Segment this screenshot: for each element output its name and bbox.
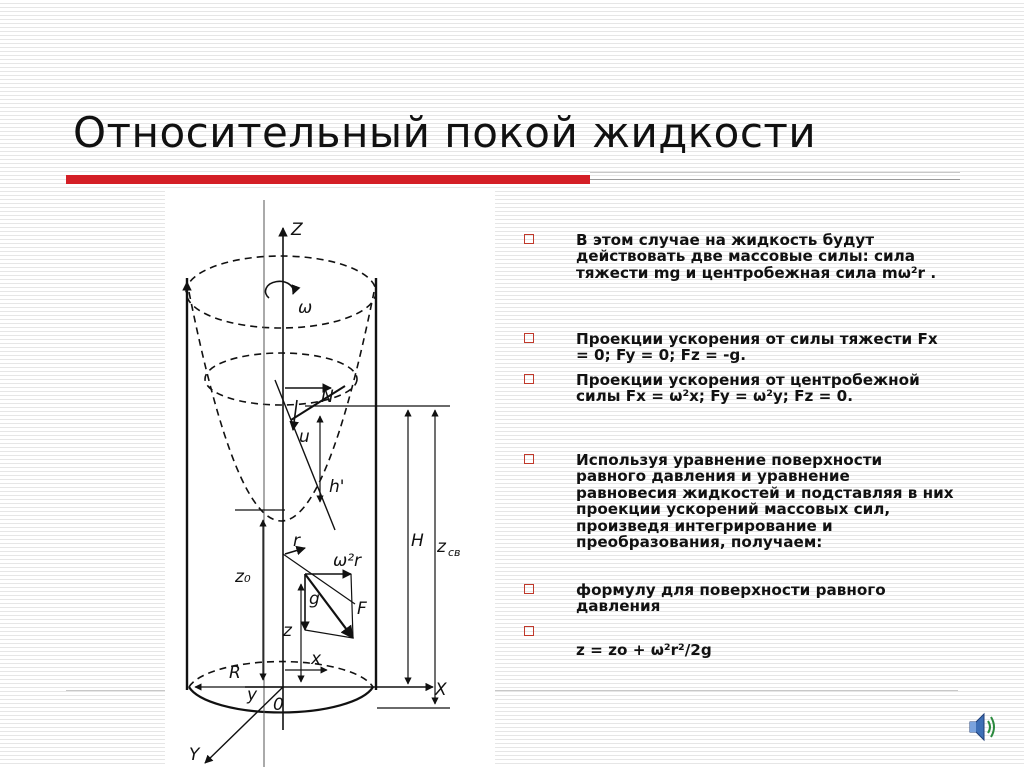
bullet-text: Проекции ускорения от силы тяжести Fx = … bbox=[576, 330, 938, 365]
radial-line bbox=[282, 553, 356, 605]
bullet-text: Используя уравнение поверхности равного … bbox=[576, 451, 954, 552]
y-axis-line bbox=[204, 686, 284, 764]
bullet-item: Проекции ускорения от силы тяжести Fx = … bbox=[524, 331, 954, 364]
square-bullet-icon bbox=[524, 333, 534, 343]
omega-rotation-arrow bbox=[264, 280, 301, 299]
bullet-item: Проекции ускорения от центробежной силы … bbox=[524, 372, 954, 405]
label-o: 0 bbox=[273, 695, 284, 715]
paraboloid-surface bbox=[188, 291, 375, 522]
force-triangle-b bbox=[304, 629, 354, 639]
label-omega: ω bbox=[298, 298, 312, 318]
label-y: y bbox=[246, 685, 258, 705]
force-triangle-a bbox=[350, 573, 354, 639]
label-x: x bbox=[310, 649, 322, 669]
slide-title: Относительный покой жидкости bbox=[73, 108, 817, 157]
top-rim-ellipse bbox=[185, 255, 377, 329]
normal-line bbox=[290, 385, 346, 421]
square-bullet-icon bbox=[524, 454, 534, 464]
label-zsv-sub: св bbox=[448, 546, 461, 559]
square-bullet-icon bbox=[524, 374, 534, 384]
label-z0: z₀ bbox=[234, 567, 251, 587]
footer-rule bbox=[66, 690, 958, 691]
middle-level-ellipse bbox=[204, 352, 358, 406]
label-r: r bbox=[293, 531, 301, 551]
title-rule-grey bbox=[590, 179, 960, 180]
label-big-h: H bbox=[411, 531, 424, 551]
bullet-text: формулу для поверхности равного давления bbox=[576, 581, 886, 616]
label-u: u bbox=[299, 427, 310, 447]
label-big-x: X bbox=[434, 680, 447, 700]
label-zsv: z bbox=[436, 537, 447, 557]
speaker-icon[interactable] bbox=[966, 710, 998, 744]
label-big-y: Y bbox=[189, 745, 201, 765]
bullet-item: В этом случае на жидкость будут действов… bbox=[524, 232, 954, 281]
square-bullet-icon bbox=[524, 584, 534, 594]
bullet-item: Используя уравнение поверхности равного … bbox=[524, 452, 954, 550]
label-omega2r: ω²r bbox=[333, 551, 362, 571]
bottom-ellipse-front bbox=[188, 686, 374, 714]
label-n: N bbox=[321, 387, 334, 407]
vector-u bbox=[289, 399, 299, 431]
bottom-ellipse-back bbox=[188, 660, 374, 688]
vector-f bbox=[304, 573, 354, 640]
vector-r bbox=[284, 545, 306, 556]
rotating-vessel-diagram: Z ω N u h' z₀ r ω²r g F z x R y 0 X Y H … bbox=[165, 190, 495, 767]
formula-line: z = zo + ω²r²/2g bbox=[524, 641, 954, 659]
bullet-text: Проекции ускорения от центробежной силы … bbox=[576, 371, 920, 406]
tangent-line bbox=[274, 379, 336, 531]
square-bullet-icon bbox=[524, 234, 534, 244]
bullet-item: формулу для поверхности равного давления bbox=[524, 582, 954, 615]
title-rule-thin bbox=[590, 172, 960, 173]
title-rule-red bbox=[66, 175, 590, 184]
label-big-r: R bbox=[229, 663, 241, 683]
label-g: g bbox=[309, 589, 320, 609]
square-bullet-icon bbox=[524, 626, 534, 636]
bullet-text: В этом случае на жидкость будут действов… bbox=[576, 231, 937, 282]
label-z-axis: Z bbox=[290, 220, 303, 240]
label-f: F bbox=[357, 599, 367, 619]
formula-text: z = zo + ω²r²/2g bbox=[576, 641, 712, 659]
label-z: z bbox=[282, 621, 293, 641]
label-h-prime: h' bbox=[329, 477, 344, 497]
